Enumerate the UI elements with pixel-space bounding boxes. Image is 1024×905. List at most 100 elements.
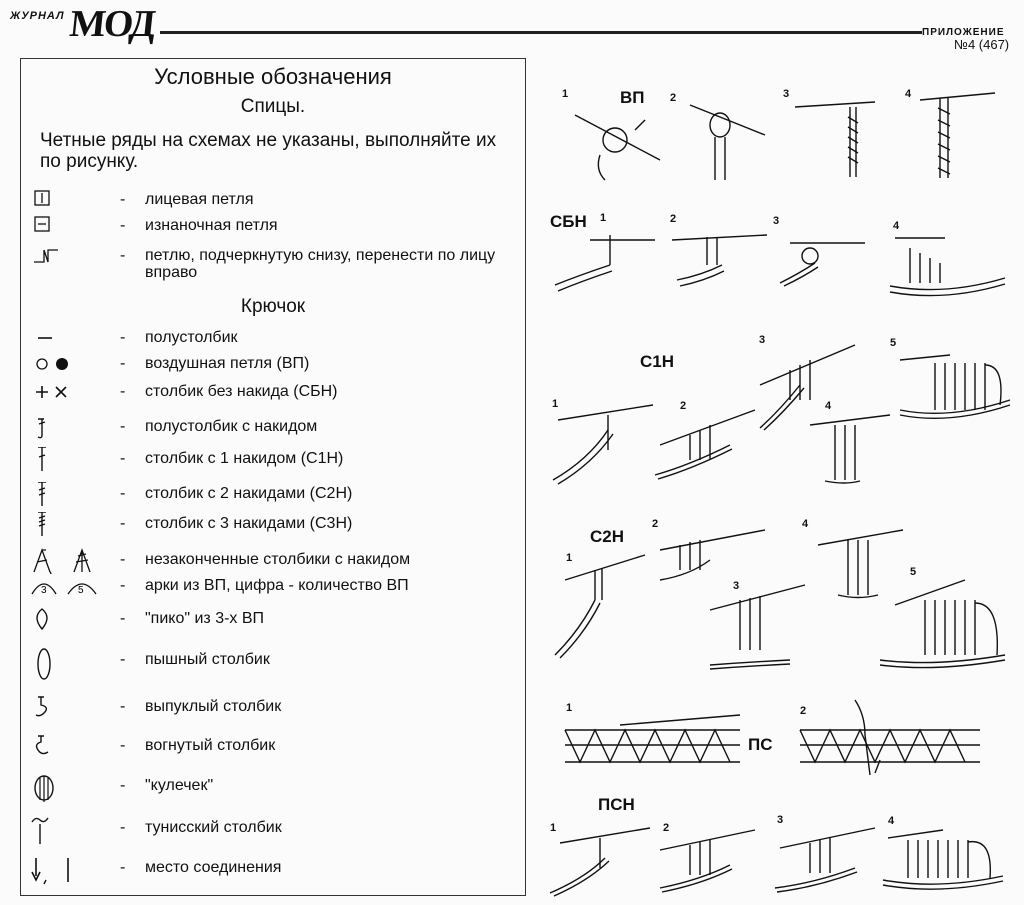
legend-row: - лицевая петля <box>30 188 520 214</box>
legend-text: столбик без накида (СБН) <box>145 383 338 400</box>
step-number: 1 <box>550 822 557 834</box>
legend-row: - столбик с 1 накидом (С1Н) <box>30 447 520 473</box>
legend-row: - столбик без накида (СБН) <box>30 380 520 406</box>
arch-digit-5: 5 <box>78 585 84 596</box>
psn-step-2-illustration <box>659 829 756 893</box>
legend-row: - "кулечек" <box>30 774 520 804</box>
sbn-step-2-illustration <box>671 234 768 287</box>
magazine-logo: МОД <box>67 3 156 45</box>
legend-dash: - <box>120 217 126 234</box>
legend-panel <box>20 58 526 896</box>
tunisian-stitch-icon <box>31 817 49 844</box>
legend-row: - вогнутый столбик <box>30 734 520 760</box>
arch-digit-3: 3 <box>41 585 47 596</box>
step-number: 2 <box>652 518 659 530</box>
legend-text: полустолбик <box>145 329 238 346</box>
legend-dash: - <box>120 383 126 400</box>
single-crochet-icon <box>36 386 67 398</box>
tutorial-label-c1n: С1Н <box>640 352 675 371</box>
c2n-step-1-illustration <box>554 554 646 659</box>
legend-text: "кулечек" <box>145 777 214 794</box>
legend-title: Условные обозначения <box>154 64 392 89</box>
step-number: 3 <box>733 580 740 592</box>
slip-stitch-icon <box>38 337 52 339</box>
step-number: 1 <box>600 212 607 224</box>
sbn-step-1-illustration <box>554 235 655 292</box>
step-number: 4 <box>802 518 809 530</box>
supplement-label: ПРИЛОЖЕНИЕ <box>922 27 1005 38</box>
legend-text: арки из ВП, цифра - количество ВП <box>145 577 409 594</box>
tutorial-label-ps: ПС <box>748 735 773 754</box>
step-number: 3 <box>759 334 766 346</box>
vp-step-2-illustration <box>689 104 766 180</box>
step-number: 2 <box>680 400 687 412</box>
legend-dash: - <box>120 485 126 502</box>
legend-text: выпуклый столбик <box>145 698 282 715</box>
legend-dash: - <box>120 777 126 794</box>
knitting-section-title: Спицы. <box>240 96 306 117</box>
magazine-prefix: ЖУРНАЛ <box>10 10 65 22</box>
legend-row: - тунисский столбик <box>30 816 520 846</box>
legend-text: незаконченные столбики с накидом <box>145 551 411 568</box>
c1n-step-1-illustration <box>552 404 654 485</box>
legend-text: лицевая петля <box>145 191 254 208</box>
step-number: 1 <box>552 398 559 410</box>
transfer-loop-icon <box>34 249 58 263</box>
c1n-step-3-illustration <box>759 344 856 431</box>
legend-text: "пико" из 3-х ВП <box>145 610 265 627</box>
legend-dash: - <box>120 515 126 532</box>
knitting-note: Четные ряды на схемах не указаны, выполн… <box>40 130 497 172</box>
crochet-section-title: Крючок <box>240 296 306 317</box>
legend-dash: - <box>120 247 126 264</box>
step-number: 4 <box>888 815 895 827</box>
legend-dash: - <box>120 698 126 715</box>
legend-row: - воздушная петля (ВП) <box>30 352 520 378</box>
legend-dash: - <box>120 610 126 627</box>
legend-row: - столбик с 2 накидами (С2Н) <box>30 482 520 508</box>
back-post-stitch-icon <box>35 735 49 755</box>
legend-row: - "пико" из 3-х ВП <box>30 607 520 633</box>
legend-row: - полустолбик <box>30 326 520 352</box>
ps-step-1-illustration <box>564 714 741 764</box>
legend-row: - место соединения <box>30 856 520 886</box>
legend-row: - пышный столбик <box>30 648 520 682</box>
knit-stitch-icon <box>34 190 50 206</box>
sbn-step-4-illustration <box>889 237 1006 297</box>
picot-icon <box>36 608 48 631</box>
front-post-stitch-icon <box>35 696 48 717</box>
puff-stitch-icon <box>37 648 51 680</box>
c2n-step-3-illustration <box>709 584 806 670</box>
vp-step-3-illustration <box>794 101 876 177</box>
step-number: 3 <box>783 88 790 100</box>
join-point-icon <box>31 858 69 885</box>
c1n-step-5-illustration <box>899 354 1011 420</box>
step-number: 1 <box>566 702 573 714</box>
half-double-crochet-icon <box>37 418 46 439</box>
legend-row: - петлю, подчеркнутую снизу, перенести п… <box>30 244 520 284</box>
vp-step-1-illustration <box>574 114 661 181</box>
step-number: 2 <box>663 822 670 834</box>
vp-step-4-illustration <box>919 92 996 178</box>
legend-text: столбик с 2 накидами (С2Н) <box>145 485 353 502</box>
ps-step-2-illustration <box>799 699 980 776</box>
step-number: 2 <box>800 705 807 717</box>
step-number: 4 <box>905 88 912 100</box>
tutorial-label-psn: ПСН <box>598 795 635 814</box>
legend-row: - выпуклый столбик <box>30 695 520 721</box>
tutorial-label-sbn: СБН <box>550 212 587 231</box>
psn-step-3-illustration <box>774 827 876 893</box>
legend-row: - полустолбик с накидом <box>30 415 520 441</box>
legend-dash: - <box>120 737 126 754</box>
legend-dash: - <box>120 355 126 372</box>
step-number: 5 <box>910 566 917 578</box>
c2n-step-5-illustration <box>879 579 1006 669</box>
legend-text: полустолбик с накидом <box>145 418 318 435</box>
double-treble-crochet-icon <box>38 512 46 536</box>
legend-text: тунисский столбик <box>145 819 282 836</box>
legend-dash: - <box>120 577 126 594</box>
step-number: 5 <box>890 337 897 349</box>
step-number: 1 <box>566 552 573 564</box>
chain-stitch-icon <box>36 358 68 370</box>
legend-text: пышный столбик <box>145 651 270 668</box>
c2n-step-4-illustration <box>817 529 904 599</box>
